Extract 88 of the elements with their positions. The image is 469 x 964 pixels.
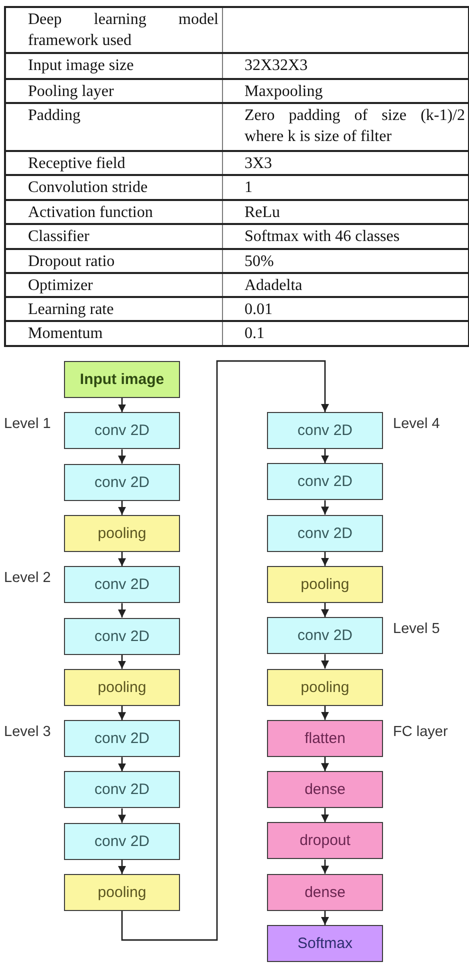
parameter-name: Input image size bbox=[28, 56, 135, 76]
arrow bbox=[121, 360, 329, 941]
parameter-value: 0.1 bbox=[244, 324, 266, 344]
parameter-name: Convolution stride bbox=[28, 178, 149, 198]
level-label: Level 2 bbox=[4, 570, 51, 588]
parameter-value: Softmax with 46 classes bbox=[244, 227, 401, 247]
arrow bbox=[321, 602, 329, 618]
parameter-name: Classifier bbox=[28, 227, 90, 247]
parameter-name: Deep learning model framework used bbox=[28, 10, 218, 51]
layer-box bbox=[64, 668, 180, 706]
layer-box bbox=[267, 566, 383, 603]
layer-label: conv 2D bbox=[297, 422, 353, 439]
layer-box bbox=[64, 464, 180, 501]
parameter-name: Optimizer bbox=[28, 276, 94, 295]
arrow bbox=[118, 552, 126, 566]
arrow bbox=[118, 654, 126, 669]
arrow bbox=[321, 859, 329, 874]
level-label: Level 5 bbox=[393, 621, 440, 638]
layer-box bbox=[267, 463, 383, 500]
layer-label: pooling bbox=[98, 524, 146, 542]
layer-label: dense bbox=[304, 884, 346, 901]
parameter-value: 50% bbox=[244, 252, 275, 271]
arrow bbox=[118, 706, 126, 720]
arrow bbox=[321, 706, 329, 720]
layer-label: conv 2D bbox=[297, 627, 353, 644]
layer-label: pooling bbox=[300, 576, 350, 593]
layer-label: conv 2D bbox=[94, 576, 150, 594]
arrow bbox=[321, 910, 329, 925]
parameter-name: Activation function bbox=[28, 203, 154, 222]
layer-box bbox=[267, 771, 383, 808]
arrow bbox=[321, 654, 329, 668]
arrow bbox=[321, 449, 329, 464]
arrow bbox=[118, 449, 126, 464]
layer-box bbox=[267, 668, 383, 706]
layer-box bbox=[267, 822, 383, 860]
arrow bbox=[118, 860, 126, 874]
parameter-value: Maxpooling bbox=[244, 82, 324, 101]
parameter-name: Receptive field bbox=[28, 154, 126, 173]
layer-label: conv 2D bbox=[94, 474, 150, 491]
layer-label: pooling bbox=[300, 678, 350, 696]
layer-box bbox=[267, 874, 383, 911]
level-label: Level 1 bbox=[4, 416, 51, 434]
layer-label: dense bbox=[304, 781, 346, 798]
layer-label: conv 2D bbox=[94, 832, 150, 850]
arrow bbox=[321, 756, 329, 772]
layer-box bbox=[64, 361, 180, 398]
layer-label: Softmax bbox=[297, 935, 353, 952]
level-label: Level 3 bbox=[4, 724, 51, 742]
parameter-name: Dropout ratio bbox=[28, 252, 116, 271]
layer-box bbox=[64, 771, 180, 808]
arrow bbox=[118, 603, 126, 618]
layer-label: flatten bbox=[304, 730, 346, 747]
layer-label: dropout bbox=[300, 832, 350, 850]
parameter-value: 3X3 bbox=[244, 154, 274, 173]
arrow bbox=[118, 398, 126, 412]
layer-box bbox=[267, 925, 383, 962]
parameter-name: Momentum bbox=[28, 324, 104, 344]
parameter-value: 1 bbox=[244, 178, 254, 198]
arrow bbox=[118, 808, 126, 823]
layer-label: conv 2D bbox=[94, 628, 150, 644]
parameter-name: Learning rate bbox=[28, 300, 115, 319]
layer-label: conv 2D bbox=[94, 730, 150, 748]
parameter-value: 32X32X3 bbox=[244, 56, 309, 76]
layer-box bbox=[64, 618, 180, 654]
parameter-name: Pooling layer bbox=[28, 82, 115, 101]
layer-label: pooling bbox=[98, 678, 146, 696]
layer-label: pooling bbox=[98, 884, 146, 901]
parameter-name: Padding bbox=[28, 106, 82, 126]
layer-box bbox=[64, 822, 180, 860]
parameter-value: Zero padding of size (k-1)/2 where k is size of filter bbox=[244, 106, 465, 147]
layer-box bbox=[64, 514, 180, 552]
parameter-value: Adadelta bbox=[244, 276, 304, 295]
layer-label: conv 2D bbox=[94, 422, 150, 440]
parameter-value: 0.01 bbox=[244, 300, 274, 319]
layer-label: conv 2D bbox=[297, 473, 353, 490]
parameter-value: ReLu bbox=[244, 203, 282, 222]
arrow bbox=[118, 757, 126, 772]
arrow bbox=[118, 500, 126, 515]
layer-label: Input image bbox=[80, 371, 164, 388]
layer-box bbox=[267, 514, 383, 552]
level-label: Level 4 bbox=[393, 416, 440, 433]
layer-box bbox=[64, 874, 180, 911]
arrow bbox=[321, 808, 329, 822]
layer-label: conv 2D bbox=[94, 781, 150, 798]
arrow bbox=[321, 552, 329, 566]
level-label: FC layer bbox=[393, 724, 448, 741]
layer-label: conv 2D bbox=[297, 524, 353, 542]
arrow bbox=[321, 500, 329, 515]
